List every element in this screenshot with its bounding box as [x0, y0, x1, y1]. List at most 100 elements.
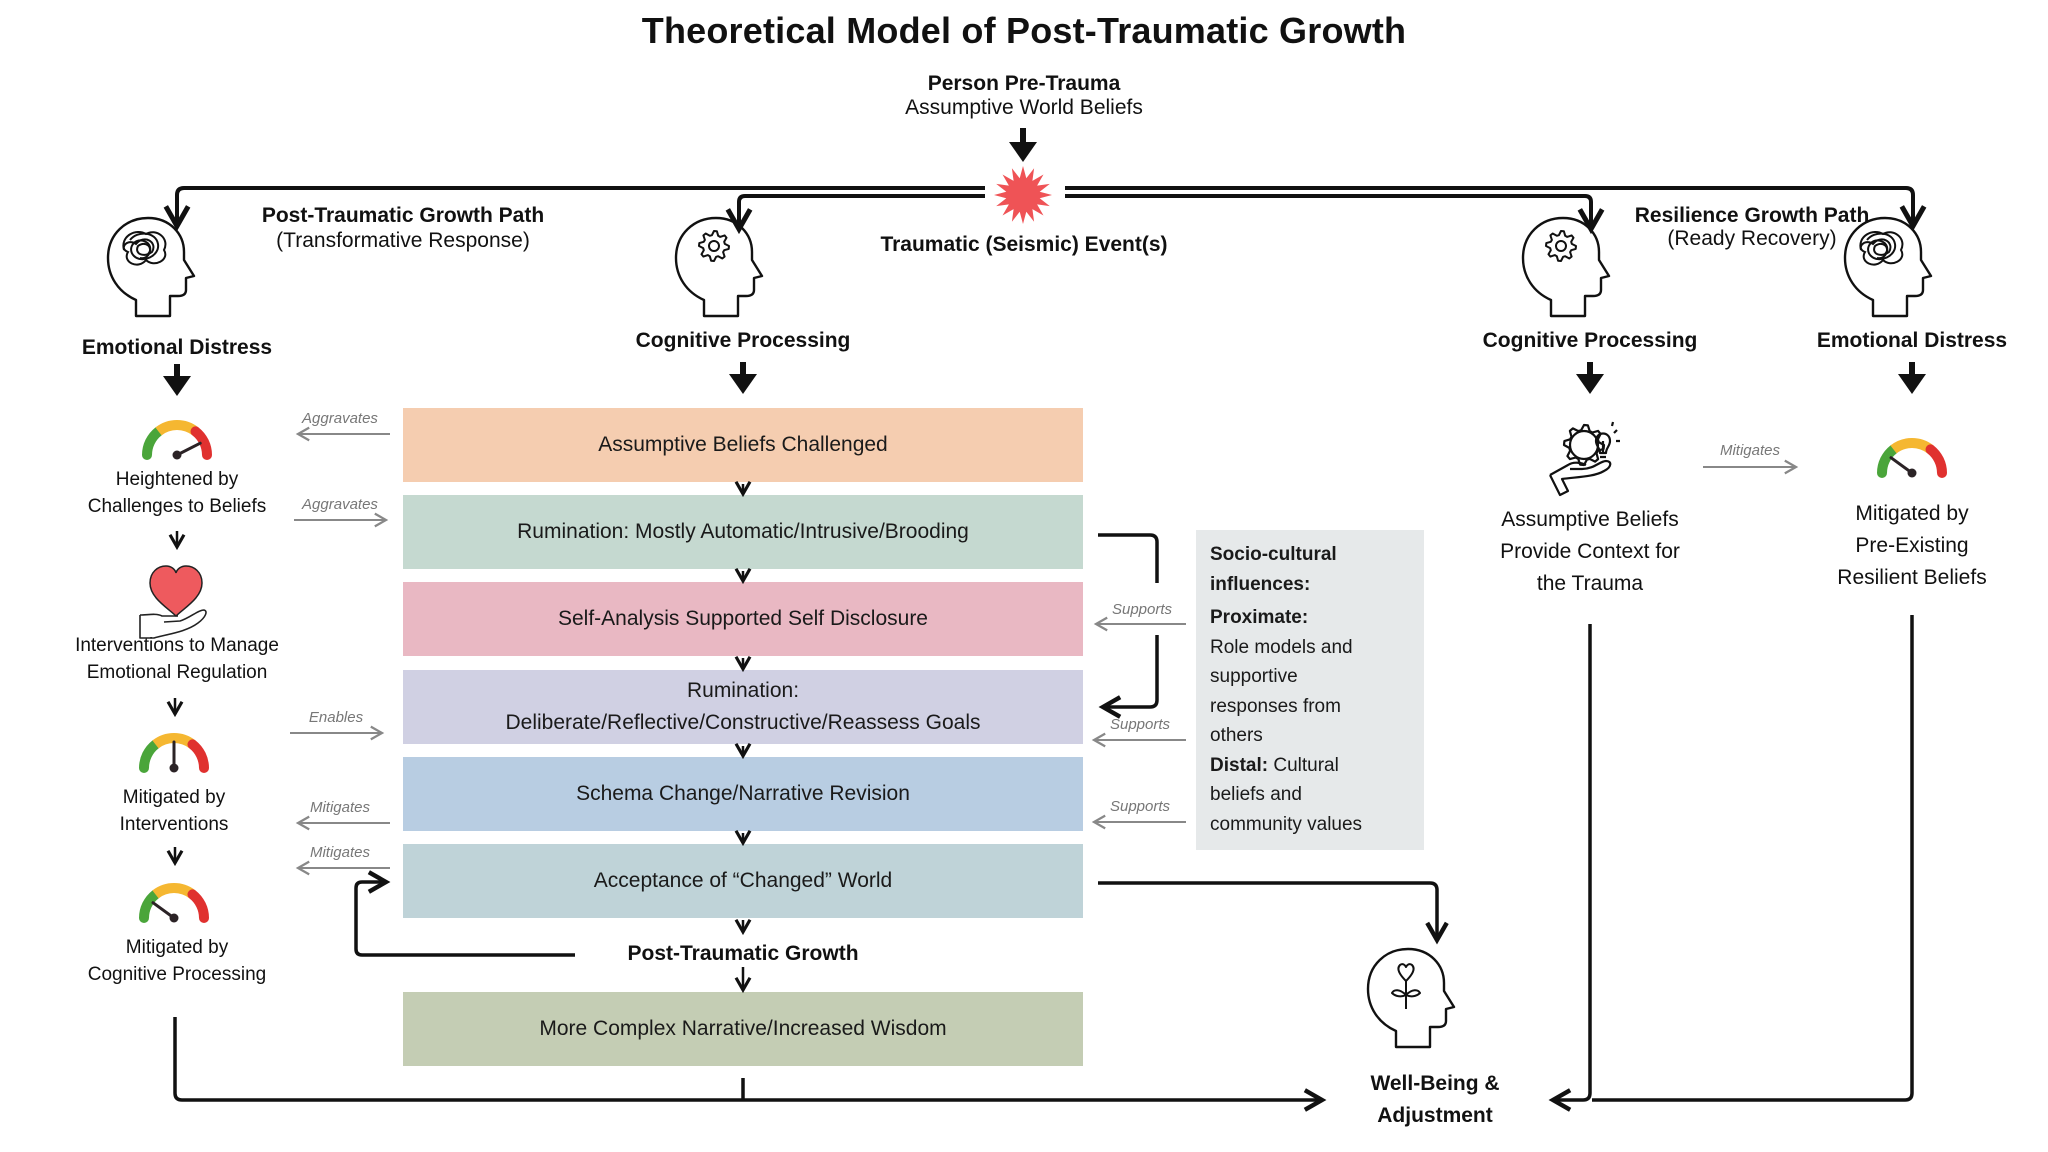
label-line: the Trauma — [1536, 572, 1644, 595]
head-tangled-thoughts-icon — [106, 216, 196, 318]
connector-rumination-to-deliberate — [1098, 635, 1159, 719]
label-line: Well-Being & — [1370, 1072, 1500, 1095]
gauge-low-icon — [1877, 438, 1947, 478]
proximate-line: Role models and — [1210, 636, 1353, 658]
process-box-rumination-automatic: Rumination: Mostly Automatic/Intrusive/B… — [403, 495, 1083, 569]
connector-rumination-down-1 — [1098, 533, 1159, 583]
label-line: Assumptive Beliefs — [1501, 508, 1679, 531]
down-arrow-left-emotional — [163, 364, 191, 396]
proximate-line: others — [1210, 725, 1263, 746]
box-text: Acceptance of “Changed” World — [593, 869, 893, 892]
left-step-3-label: Mitigated by Interventions — [24, 784, 324, 838]
heart-in-hand-icon — [139, 565, 207, 639]
socio-heading-line: Socio-cultural — [1210, 544, 1337, 565]
gauge-high-icon — [142, 420, 212, 460]
traumatic-event-label: Traumatic (Seismic) Event(s) — [880, 233, 1168, 256]
box-text: More Complex Narrative/Increased Wisdom — [539, 1017, 947, 1040]
center-cognitive-processing-heading: Cognitive Processing — [635, 329, 851, 352]
diagram-title: Theoretical Model of Post-Traumatic Grow… — [641, 10, 1407, 51]
socio-cultural-influences-box: Socio-cultural influences: Proximate: Ro… — [1196, 530, 1424, 850]
right-cognitive-label: Assumptive Beliefs Provide Context for t… — [1440, 504, 1740, 600]
branch-connectors — [163, 186, 1927, 235]
connector-right-cognitive-to-wellbeing — [1548, 624, 1592, 1112]
connector-acceptance-to-wellbeing — [1098, 881, 1449, 945]
label-line: Challenges to Beliefs — [87, 496, 267, 517]
box-text: Self-Analysis Supported Self Disclosure — [557, 607, 928, 630]
process-box-rumination-deliberate: Rumination: Deliberate/Reflective/Constr… — [403, 670, 1083, 744]
box-text: Schema Change/Narrative Revision — [576, 782, 910, 805]
down-arrow-center-cognitive — [729, 362, 757, 394]
connector-right-emotional-to-wellbeing — [1592, 615, 1914, 1102]
connector-to-right-cognitive — [1065, 194, 1605, 235]
ptg-path-title: Post-Traumatic Growth Path — [261, 204, 545, 227]
box-text-line: Rumination: — [686, 679, 800, 702]
right-cognitive-processing-heading: Cognitive Processing — [1482, 329, 1698, 352]
distal-text: Cultural — [1268, 754, 1339, 776]
label-line: Mitigated by — [122, 787, 226, 808]
connector-to-right-emotional — [1065, 186, 1927, 232]
aggravates-label-1: Aggravates — [302, 410, 378, 427]
process-box-acceptance: Acceptance of “Changed” World — [403, 844, 1083, 918]
outcome-label: Well-Being & Adjustment — [1285, 1068, 1585, 1132]
gear-bulb-hand-icon — [1549, 421, 1620, 497]
right-emotional-distress-heading: Emotional Distress — [1816, 329, 2008, 352]
proximate-label: Proximate: — [1210, 607, 1309, 628]
person-pre-trauma-subheading: Assumptive World Beliefs — [905, 96, 1143, 119]
connector-growth-feedback — [354, 870, 575, 957]
connector-to-center-cognitive — [725, 194, 985, 235]
gauge-low-icon — [139, 883, 209, 923]
label-line: Emotional Regulation — [86, 662, 268, 683]
proximate-line: supportive — [1210, 666, 1298, 687]
distal-label: Distal: — [1210, 754, 1269, 776]
resilience-mitigates-label: Mitigates — [1719, 442, 1781, 459]
post-traumatic-growth-label: Post-Traumatic Growth — [627, 942, 859, 965]
box-text: Assumptive Beliefs Challenged — [598, 433, 888, 456]
label-line: Provide Context for — [1500, 540, 1680, 563]
down-arrow-right-cognitive — [1576, 362, 1604, 394]
down-arrow-to-event — [1009, 128, 1037, 162]
down-arrow-right-emotional — [1898, 362, 1926, 394]
process-box-schema-change: Schema Change/Narrative Revision — [403, 757, 1083, 831]
connector-to-left-emotional — [163, 186, 985, 232]
ptg-path-subtitle: (Transformative Response) — [276, 229, 530, 252]
aggravates-label-2: Aggravates — [302, 496, 378, 513]
gauge-mid-icon — [139, 733, 209, 773]
distal-line: Distal: Cultural — [1210, 751, 1410, 781]
resilience-path-title: Resilience Growth Path — [1634, 204, 1870, 227]
right-emotional-label: Mitigated by Pre-Existing Resilient Beli… — [1762, 498, 2048, 594]
box-text-line: Deliberate/Reflective/Constructive/Reass… — [505, 711, 981, 734]
label-line: Pre-Existing — [1855, 534, 1969, 557]
head-gear-icon — [1521, 216, 1611, 318]
label-line: Cognitive Processing — [87, 964, 267, 985]
left-step-1-label: Heightened by Challenges to Beliefs — [27, 466, 327, 520]
label-line: Mitigated by — [125, 937, 229, 958]
person-pre-trauma-heading: Person Pre-Trauma — [927, 72, 1121, 95]
label-line: Heightened by — [115, 469, 239, 490]
mitigates-label-1: Mitigates — [309, 799, 371, 816]
process-box-assumptive-beliefs-challenged: Assumptive Beliefs Challenged — [403, 408, 1083, 482]
label-line: Interventions to Manage — [75, 635, 279, 656]
enables-label: Enables — [308, 709, 364, 726]
distal-line: community values — [1210, 813, 1363, 835]
supports-label-2: Supports — [1109, 716, 1171, 733]
resilience-path-subtitle: (Ready Recovery) — [1667, 227, 1837, 250]
connector-bottom-to-wellbeing — [173, 1017, 1327, 1112]
left-emotional-distress-heading: Emotional Distress — [81, 336, 273, 359]
label-line: Mitigated by — [1855, 502, 1969, 525]
supports-label-3: Supports — [1109, 798, 1171, 815]
left-step-4-label: Mitigated by Cognitive Processing — [27, 934, 327, 988]
distal-line: beliefs and — [1210, 784, 1302, 805]
head-gear-icon — [674, 216, 764, 318]
starburst-icon — [994, 166, 1052, 224]
label-line: Interventions — [119, 814, 229, 835]
socio-heading-line: influences: — [1210, 573, 1311, 595]
proximate-line: responses from — [1210, 695, 1341, 717]
left-step-2-label: Interventions to Manage Emotional Regula… — [27, 632, 327, 686]
box-text: Rumination: Mostly Automatic/Intrusive/B… — [517, 520, 969, 543]
mitigates-label-2: Mitigates — [309, 844, 371, 861]
process-box-increased-wisdom: More Complex Narrative/Increased Wisdom — [403, 992, 1083, 1066]
process-box-self-analysis: Self-Analysis Supported Self Disclosure — [403, 582, 1083, 656]
head-tangled-thoughts-icon — [1843, 216, 1933, 318]
label-line: Resilient Beliefs — [1837, 566, 1987, 589]
